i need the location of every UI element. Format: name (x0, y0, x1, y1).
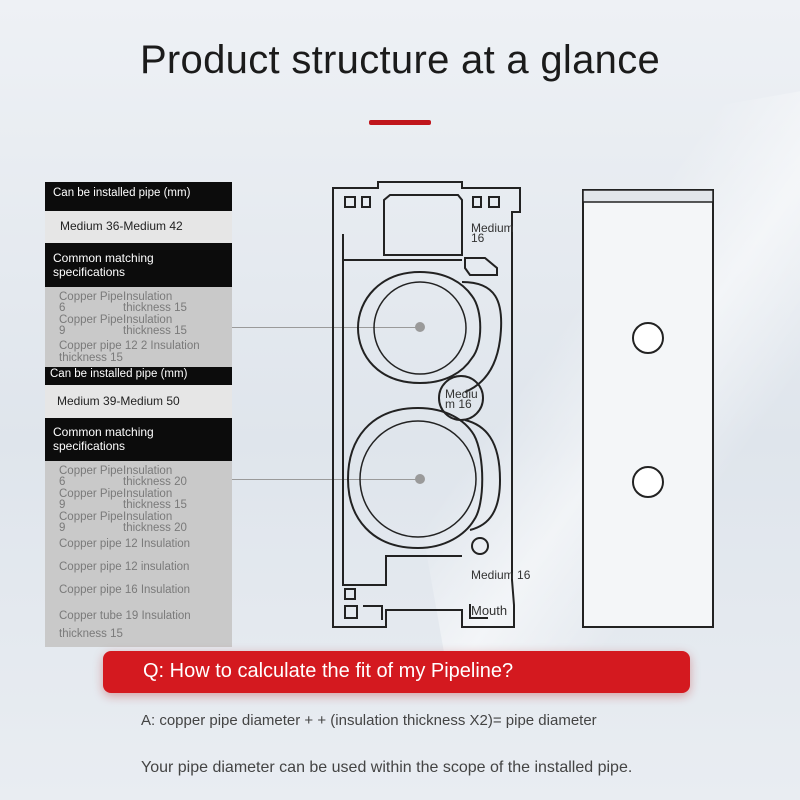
panel-header: Can be installed pipe (mm) (45, 367, 232, 385)
panel-value: Medium 39-Medium 50 (45, 385, 232, 418)
title-accent-bar (369, 120, 431, 125)
pipe-circle-inner-bottom (359, 420, 477, 538)
spec-row: Copper Pipe 9 Insulation thickness 20 (59, 511, 187, 534)
pipe-circle-large-top (356, 270, 482, 385)
side-view-top-cap (582, 189, 714, 203)
spec-list: Copper Pipe 6 Insulation thickness 15 Co… (45, 287, 232, 376)
spec-single: Copper pipe 12 Insulation (59, 538, 191, 550)
right-curved-channel (461, 281, 503, 531)
slot-top-center-left (361, 196, 371, 208)
pipe-circle-small-middle (438, 375, 484, 421)
label-medium-16-middle: Mediu m 16 (445, 387, 478, 411)
slot-top-center (472, 196, 482, 208)
spec-single: Copper pipe 12 insulation (59, 561, 190, 573)
panel-value: Medium 36-Medium 42 (45, 211, 232, 243)
question-banner: Q: How to calculate the fit of my Pipeli… (103, 651, 690, 693)
page-title: Product structure at a glance (139, 38, 661, 82)
side-view-panel (582, 189, 714, 628)
spec-single: Copper pipe 12 2 Insulation thickness 15 (59, 340, 200, 364)
question-text: Q: How to calculate the fit of my Pipeli… (143, 660, 514, 682)
slot-top-right (488, 196, 500, 208)
panel-subheader: Common matching specifications (45, 418, 232, 461)
answer-text: A: copper pipe diameter + + (insulation … (141, 712, 597, 729)
slot-bottom-left-2 (344, 605, 358, 619)
slot-top-left (344, 196, 356, 208)
panel-subheader: Common matching specifications (45, 243, 232, 287)
label-mouth: Mouth (471, 603, 508, 618)
spec-row: Copper Pipe 9 Insulation thickness 15 (59, 488, 187, 511)
leader-dot-bottom (415, 474, 425, 484)
pipe-circle-large-bottom (346, 406, 484, 550)
spec-list: Copper Pipe 6 Insulation thickness 20 Co… (45, 461, 232, 647)
spec-row: Copper Pipe 6 Insulation thickness 15 (59, 291, 187, 314)
profile-outer-outline (332, 181, 521, 628)
panel-header: Can be installed pipe (mm) (45, 182, 232, 211)
spec-row: Copper Pipe 6 Insulation thickness 20 (59, 465, 187, 488)
spec-row: Copper Pipe 9 Insulation thickness 15 (59, 314, 187, 337)
note-text: Your pipe diameter can be used within th… (141, 759, 633, 776)
side-view-hole-bottom (632, 466, 664, 498)
clip-hook-top (464, 257, 498, 276)
leader-dot-top (415, 322, 425, 332)
profile-inner-frame (342, 234, 462, 586)
leader-line-top (232, 327, 420, 328)
leader-line-bottom (232, 479, 420, 480)
spec-panel-bottom: Can be installed pipe (mm) Medium 39-Med… (45, 367, 232, 647)
label-medium-16-top: Medium 16 (471, 221, 514, 245)
side-view-hole-top (632, 322, 664, 354)
spec-single: Copper pipe 16 Insulation (59, 584, 191, 596)
label-medium-16-bottom: Medium 16 (471, 568, 531, 582)
bottom-hook (363, 605, 383, 620)
top-channel (383, 194, 463, 256)
spec-panel-top: Can be installed pipe (mm) Medium 36-Med… (45, 182, 232, 376)
slot-bottom-left (344, 588, 356, 600)
pipe-circle-small-bottom (471, 537, 489, 555)
mouth-slot (469, 604, 488, 619)
spec-single: Copper tube 19 Insulation thickness 15 (59, 610, 191, 640)
pipe-circle-inner-top (373, 281, 467, 375)
